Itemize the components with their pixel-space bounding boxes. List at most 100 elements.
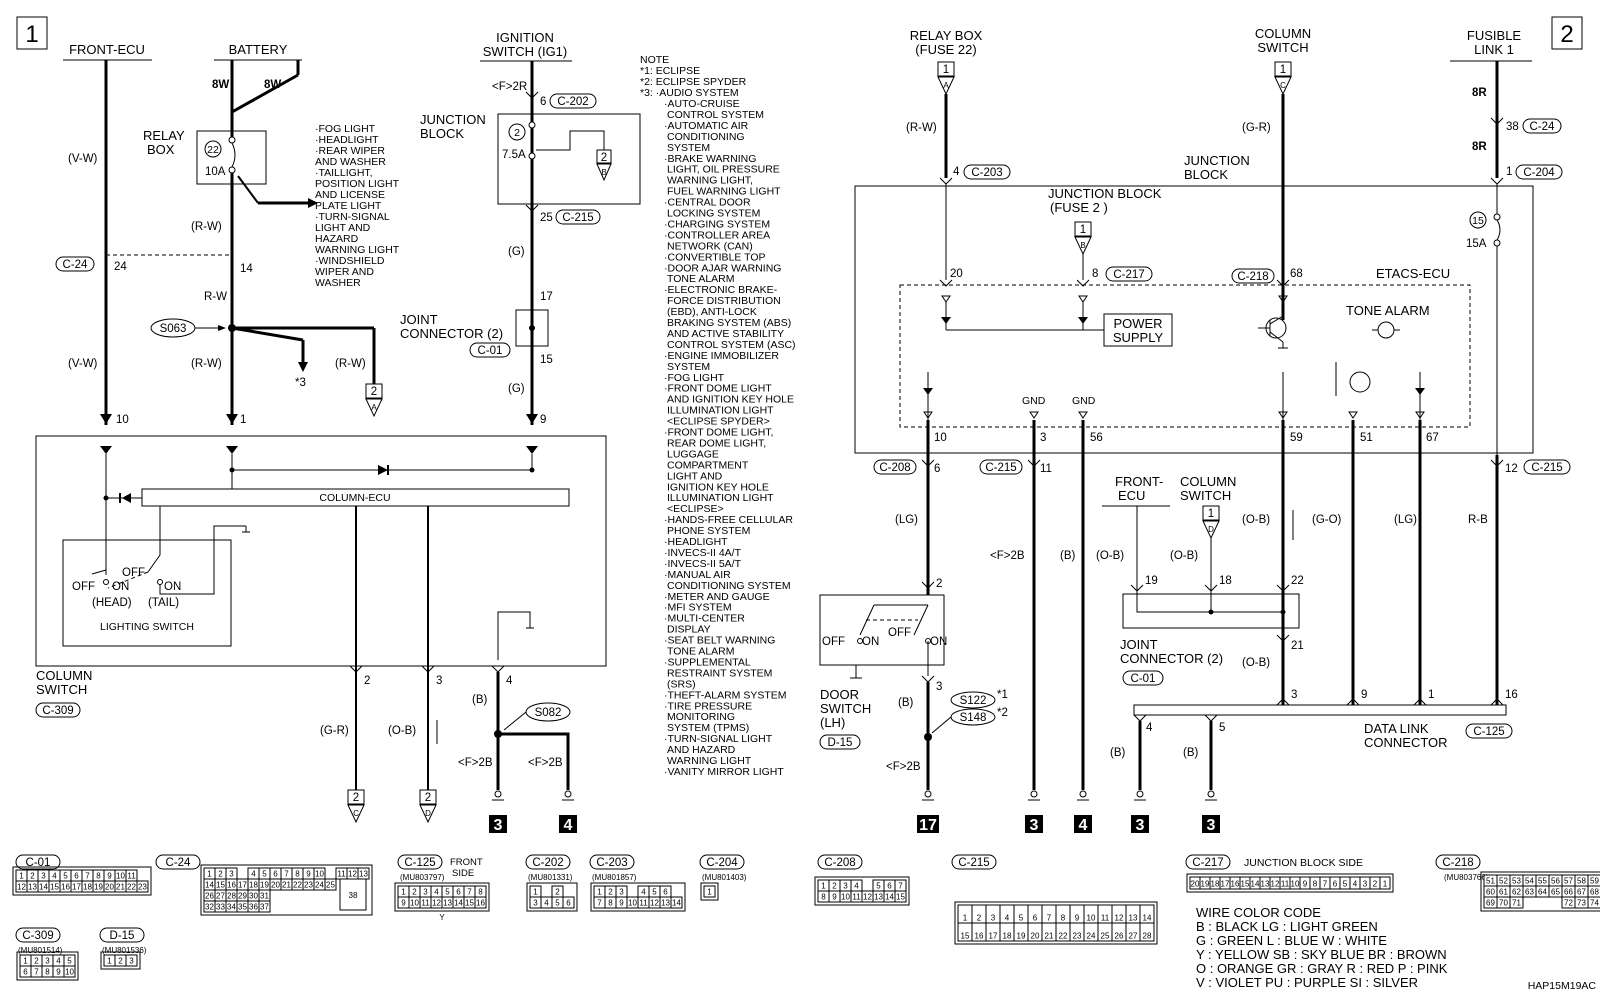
wire-color-rw-3: (R-W) [335, 358, 366, 370]
c125-pin-number: 12 [432, 899, 441, 908]
c125-pin-number: 3 [423, 888, 428, 897]
jb-pin-56: 56 [1090, 432, 1103, 444]
c01-pin-number: 7 [85, 872, 90, 881]
c202-tag [525, 854, 571, 870]
ground-17: 17 [919, 817, 937, 834]
c215-tag [951, 854, 997, 870]
jb-pin-10: 10 [934, 432, 947, 444]
conn-2b-num: 2 [601, 152, 607, 164]
joint-connector-label-2: CONNECTOR (2) [400, 326, 503, 341]
c24-pin-number: 26 [205, 892, 214, 901]
pin-20: 20 [950, 268, 963, 280]
s063-label: S063 [160, 323, 187, 335]
wire-color-vw-top: (V-W) [68, 153, 98, 165]
lighting-switch-label: LIGHTING SWITCH [100, 621, 194, 633]
note-item: AND ACTIVE STABILITY [667, 328, 784, 340]
wire-8r-b: 8R [1472, 141, 1487, 153]
dlc-pin-9: 9 [1361, 689, 1367, 701]
note-item: AND HAZARD [667, 744, 736, 756]
c217-pin-number: 11 [1281, 880, 1290, 889]
c208-pin-number: 12 [863, 893, 872, 902]
note-item: ·TURN-SIGNAL LIGHT [664, 733, 773, 745]
svg-text:HAZARD: HAZARD [315, 233, 359, 245]
c24-pin-number: 37 [260, 903, 269, 912]
c215-pin-number: 9 [1075, 914, 1080, 923]
c215-pin-cell [1139, 922, 1155, 942]
d15-pin-number: 3 [129, 957, 134, 966]
c215-pin-number: 19 [1017, 932, 1026, 941]
pin-2-right: 2 [936, 578, 942, 590]
wire-color-gr-left: (G-R) [320, 725, 349, 737]
c203-pin-number: 3 [619, 888, 624, 897]
c203-pin-number: 14 [672, 899, 681, 908]
c218-pin-number: 52 [1499, 877, 1508, 886]
wire-color-b-1: (B) [1060, 550, 1076, 562]
note-item: WARNING LIGHT [667, 755, 752, 767]
jb-pin-67: 67 [1426, 432, 1439, 444]
fuse-22-amp: 10A [205, 166, 226, 178]
c218-pin-number: 55 [1538, 877, 1547, 886]
c01-pin-number: 12 [17, 883, 26, 892]
c215-pin-number: 7 [1047, 914, 1052, 923]
wire-color-ob-1: (O-B) [1242, 514, 1270, 526]
c202-pin-number: 4 [544, 899, 549, 908]
f2b-left-a: <F>2B [458, 757, 493, 769]
c24-pin-cell [258, 900, 271, 913]
conn-2b-letter: B [601, 168, 606, 177]
column-ecu-label: COLUMN-ECU [319, 492, 390, 504]
dlc-pin-3: 3 [1291, 689, 1297, 701]
c125-key: Y [439, 913, 445, 922]
note-item: ·MFI SYSTEM [664, 602, 732, 614]
jb-fuse-label-1: JUNCTION BLOCK [1048, 186, 1162, 201]
door-off-1: OFF [822, 636, 845, 648]
note-item: ·FRONT DOME LIGHT, [664, 427, 773, 439]
pin-17: 17 [540, 291, 553, 303]
c208-pin-number: 10 [841, 893, 850, 902]
column-switch-right-2: SWITCH [1257, 40, 1308, 55]
c24-pin-number: 4 [251, 870, 256, 879]
c218-pin-number: 70 [1499, 899, 1508, 908]
c125-pin-number: 16 [476, 899, 485, 908]
note-item: <ECLIPSE SPYDER> [667, 416, 770, 428]
note-item: ·CHARGING SYSTEM [664, 218, 770, 230]
c24-pin-number: 9 [306, 870, 311, 879]
data-link-label-2: CONNECTOR [1364, 735, 1448, 750]
wire-color-rb: R-B [1468, 514, 1488, 526]
wire-color-b-2: (B) [898, 697, 914, 709]
c217-pin-cell [1379, 876, 1391, 890]
star-3-ref: *3 [295, 377, 306, 389]
conn-1b-letter: B [1080, 241, 1085, 250]
c217-pin-number: 2 [1373, 880, 1378, 889]
c309-pin-number: 8 [45, 968, 50, 977]
svg-text:·TURN-SIGNAL: ·TURN-SIGNAL [315, 211, 390, 223]
wire-color-ob-3: (O-B) [1170, 550, 1198, 562]
note-item: LUGGAGE [667, 448, 719, 460]
c217-pin-number: 15 [1241, 880, 1250, 889]
c215-pin-number: 21 [1045, 932, 1054, 941]
c125-pin-number: 11 [421, 899, 430, 908]
c309-pin-cell [63, 965, 76, 978]
c01-pin-number: 4 [52, 872, 57, 881]
note-item: <ECLIPSE> [667, 503, 724, 515]
svg-text:G : GREEN L : BLUE W : W: G : GREEN L : BLUE W : WHITE [1196, 933, 1387, 948]
c01-id: C-01 [26, 857, 51, 869]
relay-box-right-1: RELAY BOX [910, 28, 983, 43]
door-switch-box [819, 594, 945, 666]
pin-24: 24 [114, 261, 127, 273]
svg-text:LIGHT AND: LIGHT AND [315, 222, 371, 234]
d15-pin-number: 1 [107, 957, 112, 966]
c24-label: C-24 [63, 259, 89, 271]
note-item: ·CENTRAL DOOR [664, 197, 751, 209]
c218-tag [1435, 854, 1481, 870]
svg-text:*2: ECLIPSE SPYDER: *2: ECLIPSE SPYDER [640, 76, 747, 88]
c217-pin-number: 18 [1211, 880, 1220, 889]
c215-pin-number: 17 [989, 932, 998, 941]
battery-label: BATTERY [229, 42, 288, 57]
svg-text:AND LICENSE: AND LICENSE [315, 189, 385, 201]
c218-pin-number: 68 [1590, 888, 1599, 897]
c24-pin-number: 6 [273, 870, 278, 879]
note-item: ·SUPPLEMENTAL [664, 656, 751, 668]
relay-box-right-2: (FUSE 22) [915, 42, 976, 57]
c215-label-right-b: C-215 [1531, 462, 1562, 474]
